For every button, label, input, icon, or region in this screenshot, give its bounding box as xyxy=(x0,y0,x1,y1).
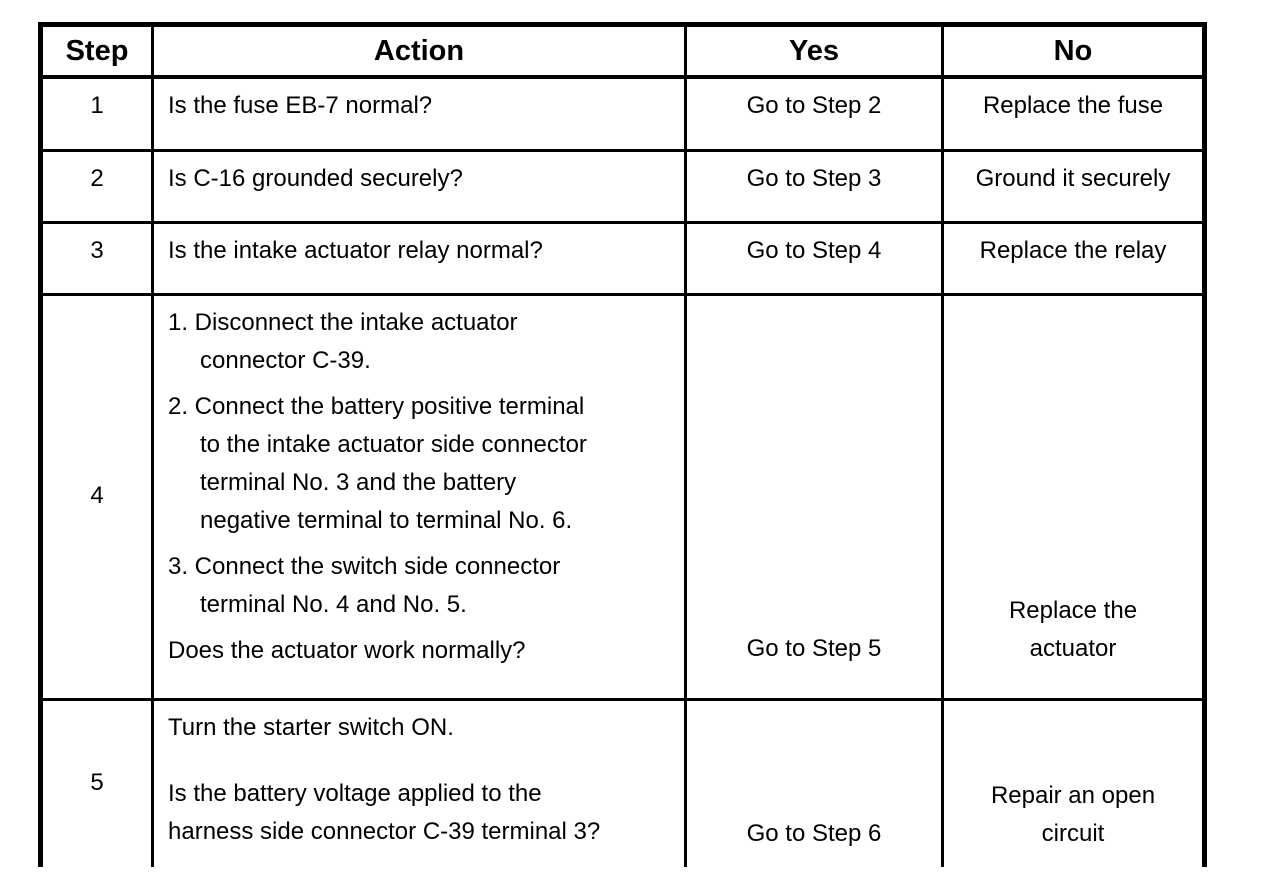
yes-cell: Go to Step 2 xyxy=(684,75,944,152)
action-line: Is C-16 grounded securely? xyxy=(168,164,463,192)
header-yes: Yes xyxy=(684,23,944,79)
action-line: Is the battery voltage applied to the xyxy=(168,779,542,807)
action-line: negative terminal to terminal No. 6. xyxy=(200,506,573,534)
action-cell: Is C-16 grounded securely? xyxy=(151,148,687,224)
action-line: connector C-39. xyxy=(200,346,371,374)
step-cell: 4 xyxy=(39,292,154,701)
yes-cell: Go to Step 5 xyxy=(684,292,944,701)
step-cell: 2 xyxy=(39,148,154,224)
no-cell: Repair an open circuit xyxy=(941,697,1206,867)
action-paragraph: Turn the starter switch ON. xyxy=(168,709,676,747)
action-line: harness side connector C-39 terminal 3? xyxy=(168,817,601,845)
troubleshooting-table: Step Action Yes No 1 Is the fuse EB-7 no… xyxy=(38,22,1207,867)
action-paragraph: Is C-16 grounded securely? xyxy=(168,160,676,198)
action-paragraph: 3. Connect the switch side connector ter… xyxy=(168,548,676,624)
action-line: 3. Connect the switch side connector xyxy=(168,552,561,580)
action-cell: Is the fuse EB-7 normal? xyxy=(151,75,687,152)
action-line: 1. Disconnect the intake actuator xyxy=(168,308,518,336)
action-line: terminal No. 4 and No. 5. xyxy=(200,590,467,618)
action-paragraph: 2. Connect the battery positive terminal… xyxy=(168,388,676,540)
action-cell: Is the intake actuator relay normal? xyxy=(151,220,687,296)
action-paragraph: 1. Disconnect the intake actuator connec… xyxy=(168,304,676,380)
no-cell: Ground it securely xyxy=(941,148,1206,224)
action-line: Turn the starter switch ON. xyxy=(168,713,454,741)
action-line: Does the actuator work normally? xyxy=(168,636,526,664)
action-line: Is the fuse EB-7 normal? xyxy=(168,92,433,119)
action-line: Is the intake actuator relay normal? xyxy=(168,236,543,264)
table-row: 4 1. Disconnect the intake actuator conn… xyxy=(39,292,1206,701)
header-step: Step xyxy=(39,23,154,79)
no-cell: Replace the actuator xyxy=(941,292,1206,701)
table-row: 1 Is the fuse EB-7 normal? Go to Step 2 … xyxy=(39,75,1206,152)
step-cell: 1 xyxy=(39,75,154,152)
action-paragraph: Is the fuse EB-7 normal? xyxy=(168,87,676,125)
yes-cell: Go to Step 6 xyxy=(684,697,944,867)
no-cell: Replace the fuse xyxy=(941,75,1206,152)
action-line: 2. Connect the battery positive terminal xyxy=(168,392,585,420)
table-row: 2 Is C-16 grounded securely? Go to Step … xyxy=(39,148,1206,224)
yes-cell: Go to Step 3 xyxy=(684,148,944,224)
header-row: Step Action Yes No xyxy=(39,23,1206,79)
action-paragraph: Is the battery voltage applied to the ha… xyxy=(168,775,676,851)
action-paragraph: Is the intake actuator relay normal? xyxy=(168,232,676,270)
table-row: 3 Is the intake actuator relay normal? G… xyxy=(39,220,1206,296)
yes-cell: Go to Step 4 xyxy=(684,220,944,296)
action-line: terminal No. 3 and the battery xyxy=(200,468,517,496)
action-cell: 1. Disconnect the intake actuator connec… xyxy=(151,292,687,701)
action-cell: Turn the starter switch ON. Is the batte… xyxy=(151,697,687,867)
header-no: No xyxy=(941,23,1206,79)
table-row: 5 Turn the starter switch ON. Is the bat… xyxy=(39,697,1206,867)
action-paragraph: Does the actuator work normally? xyxy=(168,632,676,670)
step-cell: 3 xyxy=(39,220,154,296)
no-cell: Replace the relay xyxy=(941,220,1206,296)
header-action: Action xyxy=(151,23,687,79)
step-cell: 5 xyxy=(39,697,154,867)
action-line: to the intake actuator side connector xyxy=(200,430,587,458)
